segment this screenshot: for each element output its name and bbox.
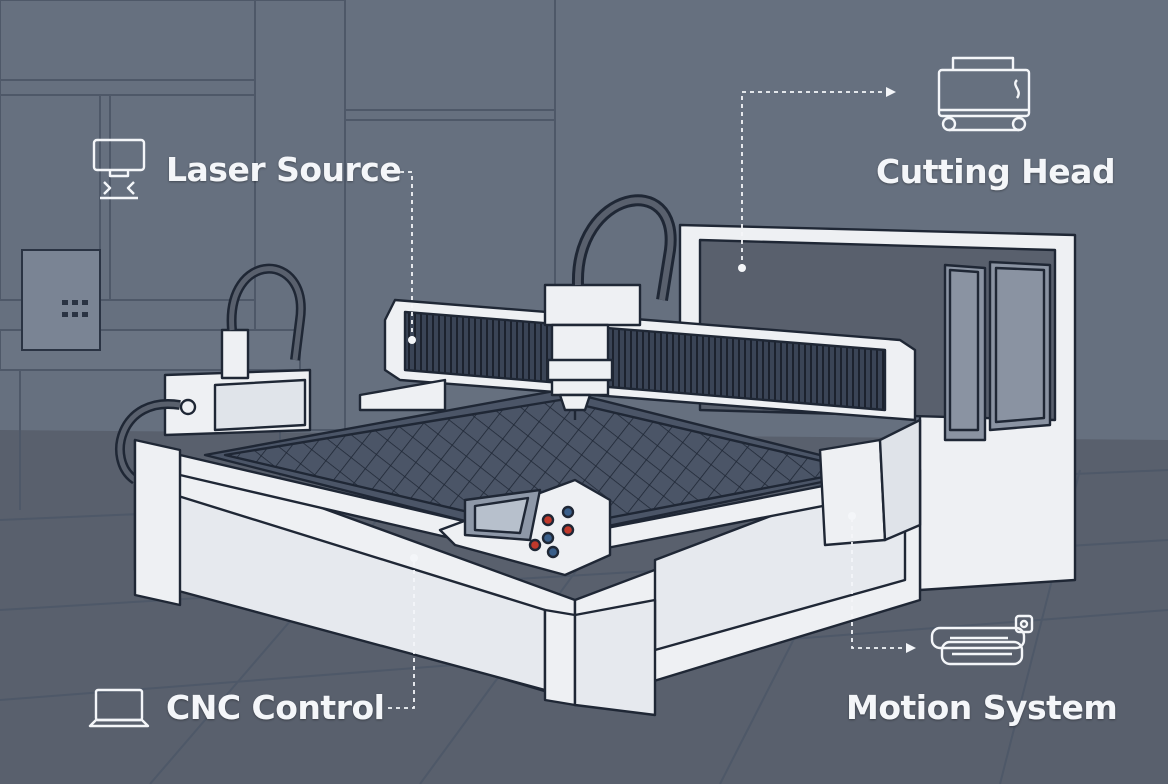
cnc-control-leader — [388, 560, 415, 709]
cnc-control-label: CNC Control — [166, 688, 385, 727]
cutting-head-label: Cutting Head — [876, 152, 1116, 191]
laptop-icon — [88, 688, 150, 728]
laser-emitter-icon — [92, 138, 146, 200]
callout-endpoints — [408, 87, 916, 653]
laser-source-label: Laser Source — [166, 150, 402, 189]
linear-rail-icon — [930, 614, 1034, 666]
callout-leaders — [388, 91, 905, 709]
motion-system-label: Motion System — [846, 688, 1118, 727]
machine-drawing — [115, 194, 1077, 717]
cutting-head-icon — [937, 56, 1031, 132]
laser-source-leader — [400, 171, 413, 338]
motion-system-leader — [851, 518, 905, 649]
cutting-head-leader — [741, 91, 885, 268]
